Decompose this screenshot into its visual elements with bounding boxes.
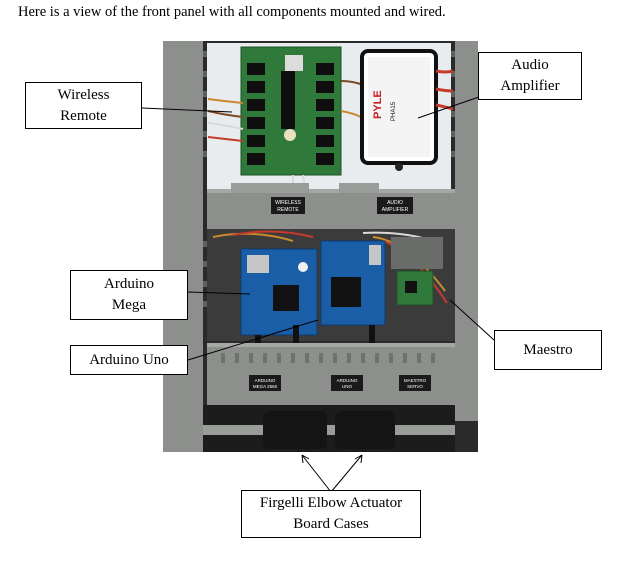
intro-text: Here is a view of the front panel with a… [18,4,446,20]
callout-text: Wireless [57,86,110,103]
callout-text: Arduino Uno [89,351,169,368]
label-wireless-2: REMOTE [277,207,299,213]
callout-text: Amplifier [500,78,560,94]
label-uno-2: UNO [342,384,352,389]
label-maestro-2: SERVO [407,384,423,389]
callout-text: Firgelli Elbow Actuator [259,495,403,511]
callout-text: Arduino [104,276,154,292]
label-mega-1: ARDUINO [255,378,276,383]
callout-text: Remote [60,107,107,124]
callout-text: Board Cases [293,516,369,532]
callout-text: Maestro [523,341,573,358]
label-wireless-1: WIRELESS [275,200,302,206]
label-audio-1: AUDIO [387,200,403,206]
callout-text: Audio [511,57,549,73]
callout-text: Mega [111,297,147,313]
label-maestro-1: MAESTRO [404,378,427,383]
label-uno-1: ARDUINO [337,378,358,383]
front-panel-photo: PYLE PHA15 WIRELESS REMOTE AUDIO AMPLIFI… [163,41,478,452]
amp-brand-text: PYLE [372,90,384,119]
callout-arduino-uno: Arduino Uno [70,345,188,375]
callout-maestro: Maestro [494,330,602,370]
label-mega-2: MEGA 2560 [253,384,278,389]
amp-model-text: PHA15 [391,101,397,121]
label-audio-2: AMPLIFIER [382,207,409,213]
